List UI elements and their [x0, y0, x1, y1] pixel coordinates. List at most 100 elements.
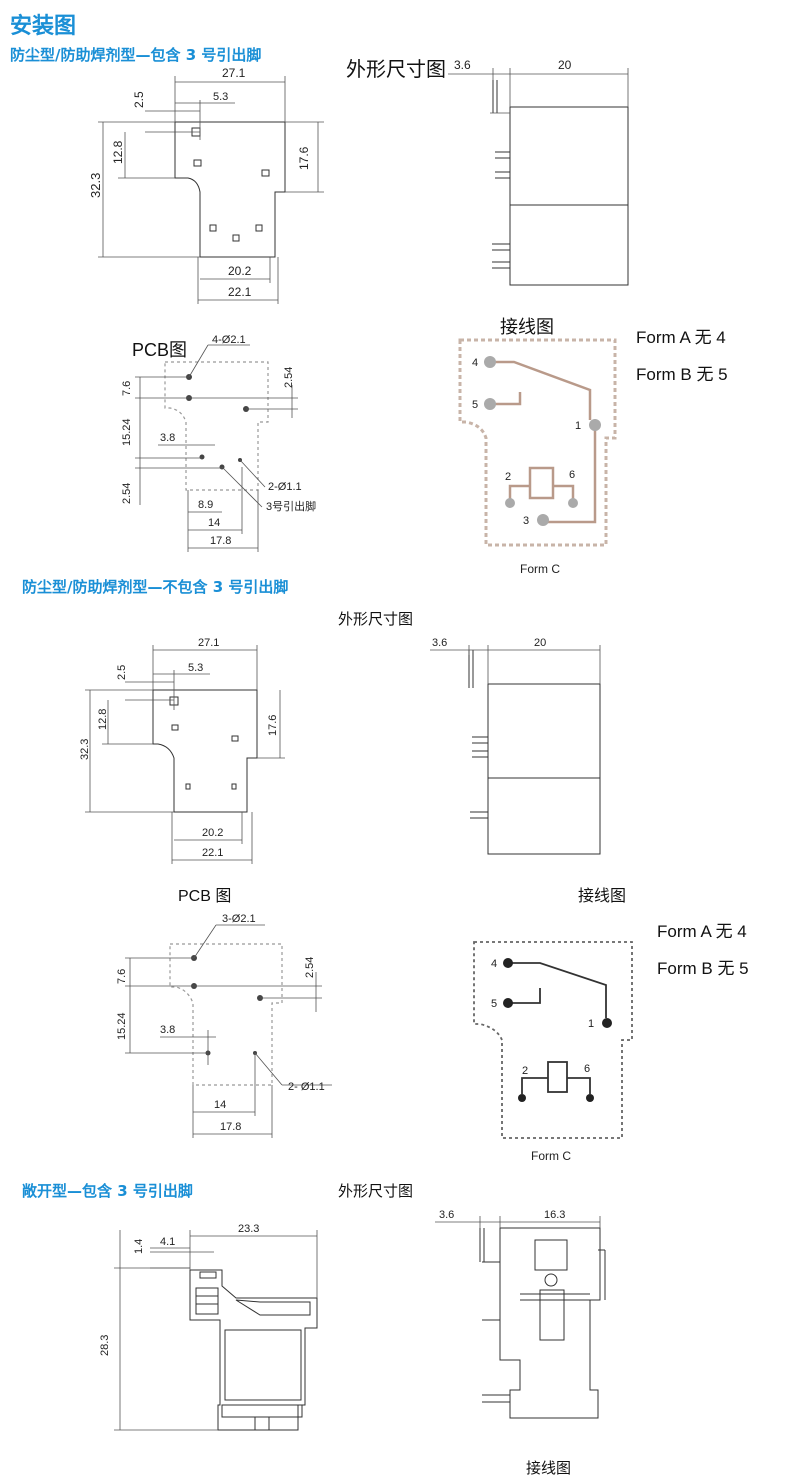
dim-label: 3.6 [454, 58, 471, 72]
relay-body-side-2 [487, 683, 601, 855]
pin-hole [261, 169, 270, 177]
section-heading-3: 敞开型—包含 3 号引出脚 [22, 1182, 193, 1200]
wiring-title-1: 接线图 [500, 317, 554, 337]
pcb-title-1: PCB图 [132, 340, 188, 360]
pin-label: 1 [575, 420, 581, 432]
pcb-label: 3.8 [160, 432, 175, 444]
section-heading-1: 防尘型/防助焊剂型—包含 3 号引出脚 [10, 46, 262, 64]
dim-label: 2.5 [116, 665, 128, 680]
pcb-view-1: 4-Ø2.1 7.6 2.54 15.24 3.8 2.54 2-Ø1.1 3号… [121, 334, 316, 552]
dim-label: 32.3 [88, 173, 103, 198]
pcb-label: 2.54 [121, 483, 133, 504]
relay-body-side-1 [509, 106, 629, 286]
pin-5 [484, 398, 496, 410]
dim-label: 28.3 [99, 1335, 111, 1356]
dim-label: 32.3 [79, 739, 91, 760]
dim-label: 23.3 [238, 1223, 259, 1235]
wiring-outline-1 [458, 338, 617, 547]
pin-label: 6 [584, 1063, 590, 1075]
dim-label: 20.2 [228, 264, 252, 278]
dim-label: 20 [558, 58, 572, 72]
pcb-label: 2.54 [283, 367, 295, 388]
pcb-outline-2 [169, 943, 283, 1086]
pin-label: 5 [491, 998, 497, 1010]
pcb-label: 7.6 [116, 969, 128, 984]
form-b-note-2: Form B 无 5 [657, 959, 749, 978]
side-view-1: 3.6 20 [448, 58, 629, 286]
pcb-title-2: PCB 图 [178, 888, 232, 905]
form-b-note-1: Form B 无 5 [636, 365, 728, 384]
pin-label: 3 [523, 515, 529, 527]
dim-label: 17.6 [297, 146, 311, 170]
top-view-1: 27.1 5.3 2.5 12.8 32.3 17.6 20.2 22.1 [88, 66, 324, 304]
pcb-label: 17.8 [220, 1121, 241, 1133]
relay-open-outline-3 [189, 1269, 318, 1431]
dim-label: 1.4 [133, 1239, 145, 1254]
pcb-label: 7.6 [121, 381, 133, 396]
side-view-3: 3.6 16.3 [435, 1209, 606, 1419]
dim-label: 27.1 [222, 66, 246, 80]
form-c-label-1: Form C [520, 562, 560, 576]
pin-6 [568, 498, 578, 508]
section-heading-2: 防尘型/防助焊剂型—不包含 3 号引出脚 [22, 578, 289, 596]
form-c-label-2: Form C [531, 1149, 571, 1163]
relay-top-outline-2 [152, 689, 258, 813]
relay-open-side-3 [499, 1227, 601, 1419]
pcb-label: 4-Ø2.1 [212, 334, 246, 346]
pcb-label: 15.24 [116, 1012, 128, 1040]
dim-label: 2.5 [132, 91, 146, 108]
top-view-2: 27.1 5.3 2.5 12.8 32.3 17.6 20.2 22.1 [79, 637, 285, 864]
front-view-3: 28.3 1.4 4.1 23.3 [99, 1223, 318, 1431]
wiring-view-2: 4 5 1 2 6 Form C [473, 941, 633, 1163]
dim-label: 5.3 [213, 91, 228, 103]
pcb-label: 2-Ø1.1 [268, 481, 302, 493]
wiring-outline-2 [473, 941, 633, 1139]
dim-label: 3.6 [439, 1209, 454, 1221]
dim-label: 5.3 [188, 662, 203, 674]
pcb-view-2: 3-Ø2.1 7.6 2.54 15.24 3.8 2- Ø1.1 14 17.… [116, 913, 332, 1138]
dim-label: 4.1 [160, 1236, 175, 1248]
form-a-note-2: Form A 无 4 [657, 922, 747, 941]
pin-2 [505, 498, 515, 508]
dim-label: 22.1 [202, 847, 223, 859]
pin-hole [232, 234, 240, 242]
dim-label: 22.1 [228, 285, 252, 299]
dim-label: 12.8 [97, 709, 109, 730]
outline-title-1: 外形尺寸图 [346, 59, 446, 81]
pin-hole [209, 224, 217, 232]
pcb-hole [199, 454, 205, 460]
dim-label: 20.2 [202, 827, 223, 839]
pcb-outline-1 [164, 361, 269, 491]
pcb-label: 2- Ø1.1 [288, 1081, 325, 1093]
pin-hole [255, 224, 263, 232]
dim-label: 17.6 [267, 715, 279, 736]
pin-4 [484, 356, 496, 368]
pin-label: 2 [522, 1065, 528, 1077]
pin-label: 4 [491, 958, 497, 970]
pin-label: 2 [505, 471, 511, 483]
pcb-label: 8.9 [198, 499, 213, 511]
dim-label: 3.6 [432, 637, 447, 649]
pcb-label: 15.24 [121, 418, 133, 446]
pin-label: 4 [472, 357, 478, 369]
page-title: 安装图 [10, 14, 77, 39]
pin-1 [589, 419, 601, 431]
pin-label: 5 [472, 399, 478, 411]
pin-hole [193, 159, 202, 167]
pcb-label: 17.8 [210, 535, 231, 547]
pcb-label: 2.54 [304, 957, 316, 978]
outline-title-2: 外形尺寸图 [338, 611, 414, 628]
form-a-note-1: Form A 无 4 [636, 328, 726, 347]
wiring-title-2: 接线图 [578, 888, 627, 905]
pcb-label: 3-Ø2.1 [222, 913, 256, 925]
dim-label: 12.8 [111, 140, 125, 164]
pcb-label: 14 [208, 517, 220, 529]
outline-title-3: 外形尺寸图 [338, 1183, 414, 1200]
dim-label: 27.1 [198, 637, 219, 649]
pcb-label: 14 [214, 1099, 226, 1111]
pin-3 [537, 514, 549, 526]
wiring-view-1: 4 5 1 2 6 3 Form C [458, 338, 617, 576]
pin-label: 1 [588, 1018, 594, 1030]
pcb-label: 3号引出脚 [266, 499, 316, 513]
